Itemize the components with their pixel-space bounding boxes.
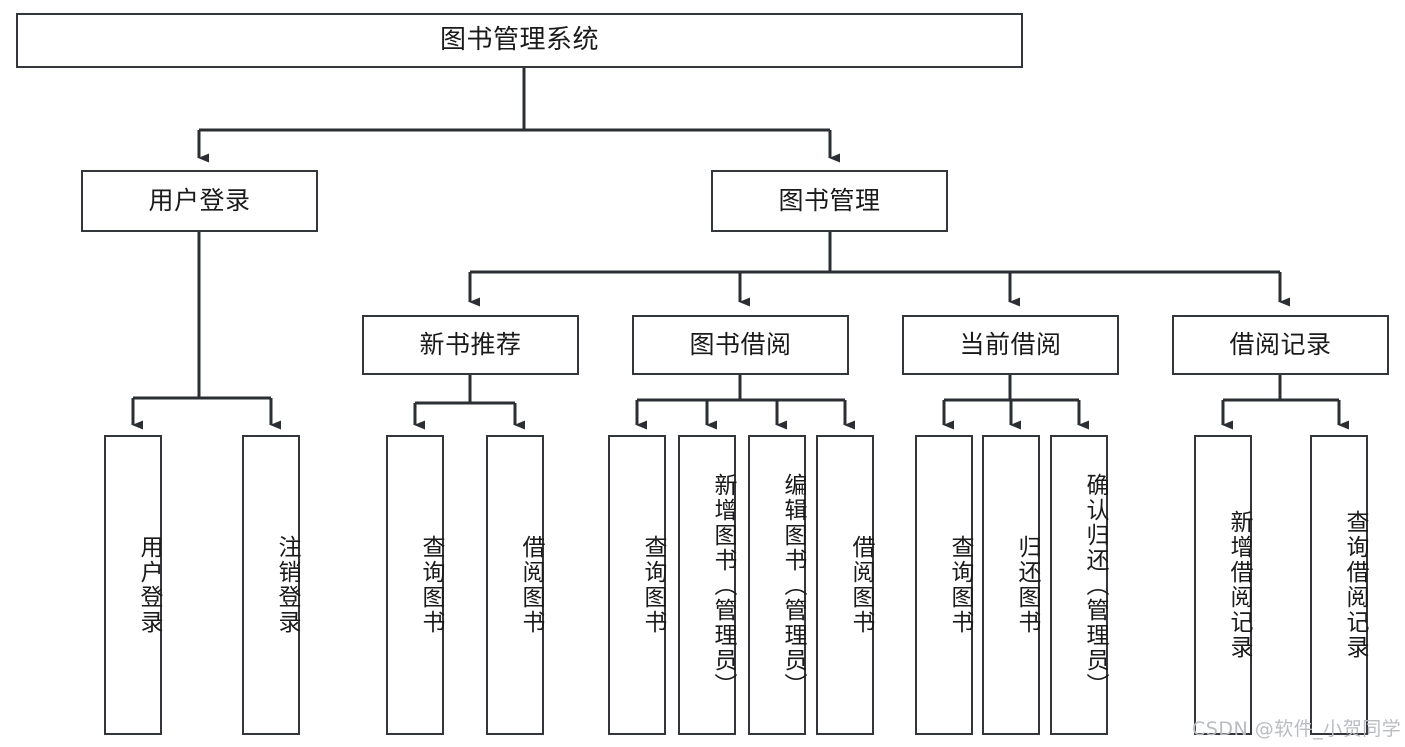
leaf-record-add-record[interactable]: 新增借阅记录 [1194,435,1252,735]
node-book-management[interactable]: 图书管理 [711,170,948,232]
node-new-book-recommend[interactable]: 新书推荐 [362,315,579,375]
node-borrow-record[interactable]: 借阅记录 [1172,315,1389,375]
node-root-book-management-system[interactable]: 图书管理系统 [16,13,1023,68]
node-user-login[interactable]: 用户登录 [81,170,318,232]
node-label: 查询图书 [418,535,444,635]
node-label: 新增借阅记录 [1226,510,1252,660]
node-label: 查询图书 [640,535,666,635]
leaf-borrow-edit-book-admin[interactable]: 编辑图书（管理员） [748,435,806,735]
node-label: 注销登录 [274,535,300,635]
leaf-borrow-add-book-admin[interactable]: 新增图书（管理员） [678,435,736,735]
node-label: 新增图书（管理员） [710,472,736,698]
leaf-borrow-query-book[interactable]: 查询图书 [608,435,666,735]
csdn-watermark: CSDN @软件_小贺同学 [1192,718,1402,740]
node-label: 确认归还（管理员） [1082,472,1108,698]
node-current-borrow[interactable]: 当前借阅 [902,315,1119,375]
node-label: 图书借阅 [689,330,792,360]
leaf-current-query-book[interactable]: 查询图书 [915,435,973,735]
node-label: 归还图书 [1014,535,1040,635]
leaf-user-login-login[interactable]: 用户登录 [104,435,162,735]
leaf-record-query-record[interactable]: 查询借阅记录 [1310,435,1368,735]
node-label: 新书推荐 [419,330,522,360]
node-label: 用户登录 [136,535,162,635]
node-label: 查询借阅记录 [1342,510,1368,660]
leaf-borrow-borrow-book[interactable]: 借阅图书 [816,435,874,735]
node-label: 借阅图书 [518,535,544,635]
node-label: 图书管理系统 [439,25,599,56]
node-label: 查询图书 [947,535,973,635]
node-label: 图书管理 [778,186,881,216]
leaf-current-return-book[interactable]: 归还图书 [982,435,1040,735]
node-label: 编辑图书（管理员） [780,472,806,698]
leaf-user-login-logout[interactable]: 注销登录 [242,435,300,735]
node-label: 借阅图书 [848,535,874,635]
node-book-borrow[interactable]: 图书借阅 [632,315,849,375]
leaf-current-confirm-return-admin[interactable]: 确认归还（管理员） [1050,435,1108,735]
leaf-recommend-query-book[interactable]: 查询图书 [386,435,444,735]
node-label: 借阅记录 [1229,330,1332,360]
node-label: 用户登录 [148,186,251,216]
leaf-recommend-borrow-book[interactable]: 借阅图书 [486,435,544,735]
node-label: 当前借阅 [959,330,1062,360]
